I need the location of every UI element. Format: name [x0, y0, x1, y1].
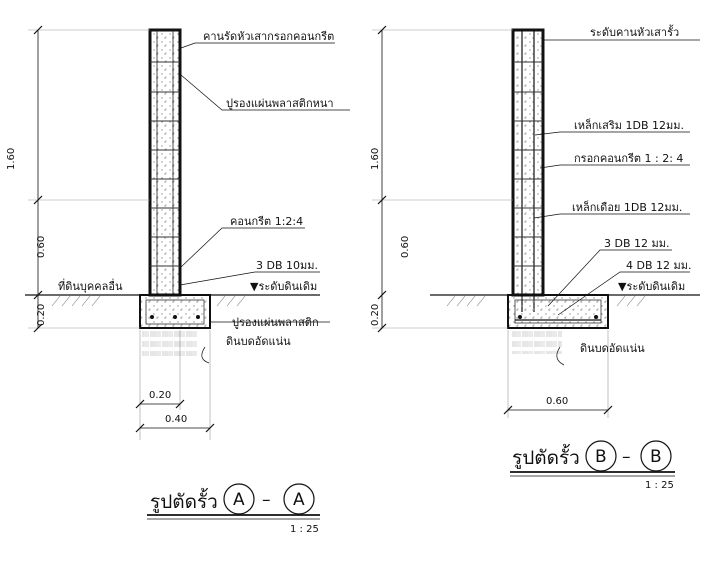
- dim-b-footing-depth: 0.20: [370, 304, 381, 326]
- label-a-ground-level: ▼ระดับดินเดิม: [250, 280, 317, 293]
- label-b-beam-top: ระดับคานหัวเสารั้ว: [590, 24, 679, 39]
- title-b-scale: 1 : 25: [645, 480, 674, 491]
- label-b-rebar-4: 4 DB 12 มม.: [626, 259, 692, 272]
- label-a-plastic-base: ปูรองแผ่นพลาสติก: [232, 316, 319, 329]
- label-b-rebar-main: เหล็กเสริม 1DB 12มม.: [574, 118, 684, 132]
- title-b-to: B: [650, 447, 662, 467]
- label-b-rebar-3: 3 DB 12 มม.: [604, 237, 670, 250]
- title-a-dash: –: [262, 490, 271, 510]
- label-b-rebar-tie: เหล็กเดือย 1DB 12มม.: [572, 200, 682, 214]
- label-a-rebar: 3 DB 10มม.: [256, 259, 318, 272]
- dim-a-footing-width: 0.40: [165, 414, 187, 425]
- title-b-text: รูปตัดรั้ว: [512, 444, 580, 469]
- title-a-text: รูปตัดรั้ว: [150, 488, 218, 513]
- label-a-plastic-thick: ปูรองแผ่นพลาสติกหนา: [226, 97, 334, 110]
- dim-a-wall-width: 0.20: [149, 390, 171, 401]
- title-a-scale: 1 : 25: [290, 524, 319, 535]
- label-a-beam-top: คานรัดหัวเสากรอกคอนกรีต: [203, 30, 334, 43]
- title-a-to: A: [293, 490, 305, 510]
- dim-a-footing-depth: 0.20: [36, 304, 47, 326]
- dim-b-footing-width: 0.60: [546, 396, 568, 407]
- dim-a-upper: 0.60: [36, 236, 47, 258]
- label-b-ground-level: ▼ระดับดินเดิม: [618, 280, 685, 293]
- wall-b: [511, 28, 545, 297]
- wall-a: [148, 28, 182, 297]
- label-b-concrete-mix: กรอกคอนกรีต 1 : 2: 4: [574, 152, 683, 165]
- label-a-compacted-soil: ดินบดอัดแน่น: [226, 335, 291, 348]
- dim-b-upper: 0.60: [400, 236, 411, 258]
- label-a-fill-ground: ที่ดินบุคคลอื่น: [58, 278, 123, 293]
- dim-a-total: 1.60: [6, 148, 17, 170]
- title-a-from: A: [233, 490, 245, 510]
- title-b-from: B: [595, 447, 607, 467]
- dim-b-total: 1.60: [370, 148, 381, 170]
- section-a: 1.60 0.60 0.20 0.20 0.40 คานรัดหัวเสากรอ…: [6, 25, 350, 535]
- label-a-concrete-mix: คอนกรีต 1:2:4: [230, 215, 303, 228]
- title-b-dash: –: [622, 447, 631, 467]
- label-b-compacted-soil: ดินบดอัดแน่น: [580, 342, 645, 355]
- section-b: 1.60 0.60 0.20 0.60 ระดับคานหัวเสารั้ว เ…: [370, 24, 700, 491]
